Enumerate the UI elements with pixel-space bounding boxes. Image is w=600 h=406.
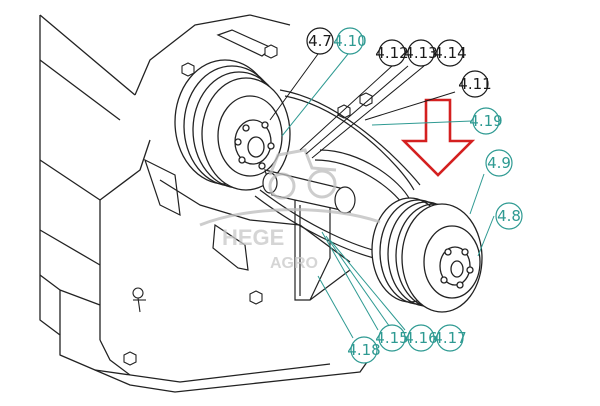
callout-4-14: 4.14 bbox=[433, 39, 467, 67]
callout-4-11: 4.11 bbox=[458, 70, 492, 98]
watermark-text-top: HEGE bbox=[222, 225, 284, 250]
callout-label: 4.10 bbox=[333, 32, 366, 50]
callout-label: 4.9 bbox=[487, 154, 511, 172]
callout-label: 4.17 bbox=[433, 329, 466, 347]
callout-4-12: 4.12 bbox=[375, 39, 409, 67]
leader-lines-black bbox=[269, 53, 456, 159]
housing-bolts bbox=[123, 44, 373, 366]
callout-label: 4.18 bbox=[347, 341, 380, 359]
callout-label: 4.15 bbox=[375, 329, 408, 347]
upper-pulley bbox=[174, 59, 291, 191]
callout-label: 4.16 bbox=[404, 329, 437, 347]
machine-housing bbox=[39, 14, 373, 393]
direction-arrow bbox=[400, 98, 476, 177]
callout-4-15: 4.15 bbox=[375, 324, 409, 352]
watermark-logo: HEGE AGRO bbox=[199, 148, 381, 272]
callout-label: 4.19 bbox=[469, 112, 502, 130]
tensioner-roller bbox=[262, 169, 356, 214]
callout-label: 4.11 bbox=[458, 75, 491, 93]
callout-label: 4.12 bbox=[375, 44, 408, 62]
callout-label: 4.8 bbox=[497, 207, 521, 225]
callout-label: 4.14 bbox=[433, 44, 466, 62]
callout-4-19: 4.19 bbox=[469, 107, 503, 135]
callout-4-18: 4.18 bbox=[347, 336, 381, 364]
callout-4-10: 4.10 bbox=[333, 27, 367, 55]
callout-4-8: 4.8 bbox=[495, 202, 523, 230]
callout-4-17: 4.17 bbox=[433, 324, 467, 352]
callout-label: 4.13 bbox=[404, 44, 437, 62]
watermark-text-bottom: AGRO bbox=[270, 255, 318, 272]
locking-pin bbox=[132, 287, 146, 313]
callout-4-7: 4.7 bbox=[306, 27, 334, 55]
callout-4-13: 4.13 bbox=[404, 39, 438, 67]
callout-4-9: 4.9 bbox=[485, 149, 513, 177]
callout-label: 4.7 bbox=[308, 32, 332, 50]
leader-lines-teal bbox=[281, 53, 495, 339]
callout-4-16: 4.16 bbox=[404, 324, 438, 352]
lower-pulley bbox=[371, 197, 483, 313]
